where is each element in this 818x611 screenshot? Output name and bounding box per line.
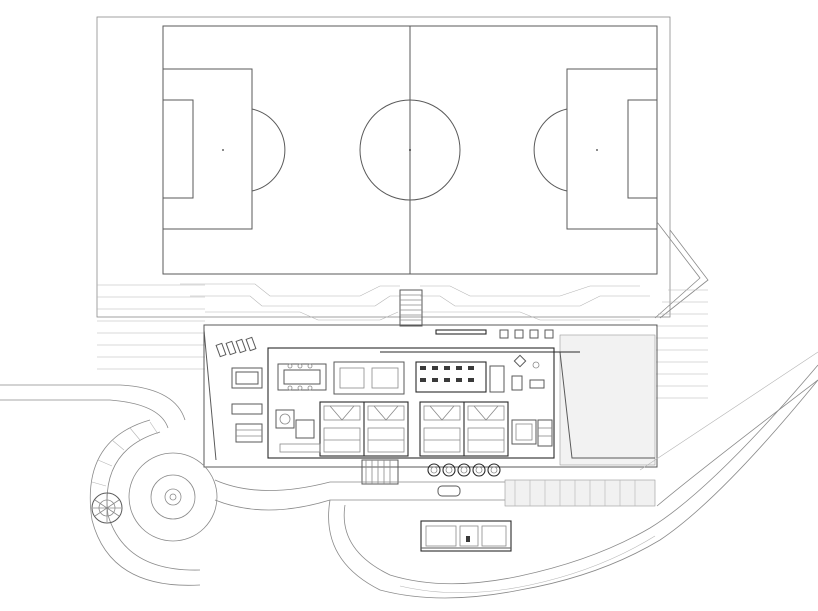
forecourt-hatch: [504, 479, 656, 507]
east-road-edge-2: [639, 351, 818, 471]
contour-line-4: [420, 295, 650, 307]
contour-line-6: [422, 311, 640, 321]
access-roads: [0, 351, 818, 599]
roundabout-center: [164, 488, 182, 506]
terrace-benches: [435, 329, 554, 339]
changing-rooms-east: [419, 401, 509, 457]
entrance-forecourt: [330, 459, 656, 507]
west-terrace-lines: [97, 284, 205, 370]
east-landscape-hatch: [559, 334, 656, 466]
left-penalty-area: [162, 68, 253, 230]
building-inner-outline: [267, 347, 555, 459]
changing-rooms-west: [319, 401, 409, 457]
contour-line-2: [420, 285, 640, 297]
main-building: [203, 324, 658, 468]
seating-cluster: [511, 354, 545, 391]
dining-area: [231, 363, 327, 391]
left-penalty-spot: [222, 149, 224, 151]
terraced-banks: [97, 221, 709, 399]
west-wall-line: [203, 329, 217, 461]
drive-north: [214, 479, 331, 491]
east-bank-inner: [654, 221, 701, 319]
contour-line-3: [190, 295, 400, 307]
round-planters: [427, 463, 501, 477]
secondary-building: [420, 520, 512, 552]
football-pitch: [96, 16, 671, 318]
roundabout-outer: [128, 452, 218, 542]
central-stair: [399, 289, 423, 327]
drive-south: [214, 499, 331, 511]
tree-symbol: [91, 492, 123, 524]
center-circle: [359, 99, 461, 201]
entrance-steps: [361, 459, 399, 485]
contour-line-1: [180, 283, 400, 297]
secondary-building-outline: [420, 520, 512, 552]
sun-loungers: [215, 336, 257, 358]
car-symbol: [437, 485, 461, 497]
east-terrace-lines: [656, 289, 708, 399]
loop-road-paving: [91, 421, 159, 487]
right-penalty-arc: [533, 108, 568, 192]
south-road-inner: [343, 364, 818, 585]
lounge-area: [333, 361, 405, 395]
contour-line-5: [205, 311, 399, 321]
building-podium-outline: [203, 324, 658, 468]
west-lounge-furniture: [231, 403, 321, 453]
pitch-outer-boundary: [96, 16, 671, 318]
gym-area: [415, 361, 505, 393]
roundabout-inner: [150, 474, 196, 520]
east-bank-edge: [659, 229, 709, 319]
south-road-kerb: [399, 535, 656, 594]
left-penalty-arc: [251, 108, 286, 192]
loop-road-inner: [106, 431, 201, 571]
center-spot: [409, 149, 411, 151]
loop-road-outer: [89, 419, 201, 586]
left-goal-area: [162, 99, 194, 199]
west-road-edge-2: [0, 399, 169, 429]
south-road-outer: [328, 379, 818, 599]
right-penalty-area: [566, 68, 658, 230]
east-wall-line: [559, 351, 655, 459]
west-road-edge-1: [0, 384, 186, 421]
east-road-edge: [656, 379, 818, 507]
east-room-furniture: [511, 419, 553, 447]
right-goal-area: [627, 99, 658, 199]
right-penalty-spot: [596, 149, 598, 151]
